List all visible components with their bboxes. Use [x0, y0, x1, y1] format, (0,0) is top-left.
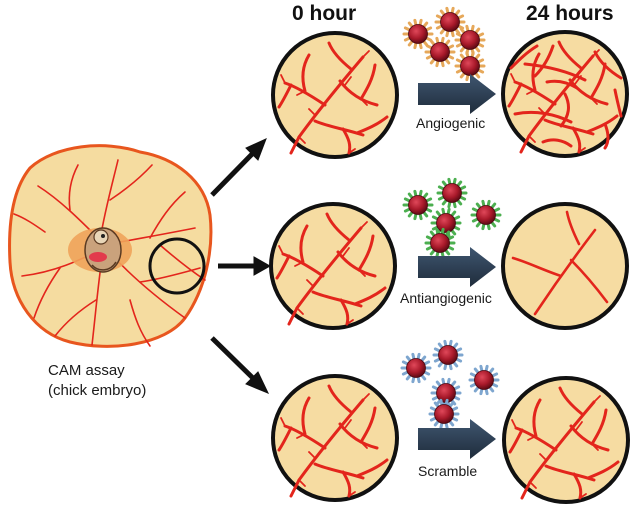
nanoparticle: [454, 24, 486, 56]
nanoparticle: [436, 177, 468, 209]
cluster-scramble: [400, 339, 500, 430]
header-24-hours: 24 hours: [526, 2, 614, 25]
nanoparticle: [402, 189, 434, 221]
dish-0h-angiogenic: [271, 31, 399, 159]
cluster-antiangiogenic: [402, 177, 502, 259]
assay-label-line2: (chick embryo): [48, 382, 147, 399]
nanoparticle: [432, 339, 464, 371]
dishes: [269, 30, 630, 504]
nanoparticle: [428, 398, 460, 430]
nanoparticle: [468, 364, 500, 396]
label-antiangiogenic: Antiangiogenic: [400, 290, 492, 306]
nanoparticle: [470, 199, 502, 231]
cluster-angiogenic: [402, 6, 486, 82]
dish-24h-angiogenic: [501, 30, 629, 158]
nanoparticle: [424, 36, 456, 68]
header-0-hour: 0 hour: [292, 2, 357, 25]
process-arrow-scramble: [418, 419, 496, 459]
dish-24h-antiangiogenic: [501, 202, 629, 330]
process-arrows: [418, 74, 496, 459]
nanoparticle: [424, 227, 456, 259]
nanoparticle: [400, 352, 432, 384]
dish-24h-scramble: [502, 376, 630, 504]
dish-0h-antiangiogenic: [269, 202, 397, 330]
label-angiogenic: Angiogenic: [416, 115, 486, 131]
process-arrow-antiangiogenic: [418, 247, 496, 287]
chick-embryo: [68, 227, 132, 273]
label-scramble: Scramble: [418, 463, 478, 479]
nanoparticle: [434, 6, 466, 38]
cam-egg: [8, 144, 213, 348]
nanoparticle: [402, 18, 434, 50]
process-arrow-angiogenic: [418, 74, 496, 114]
assay-label-line1: CAM assay: [48, 362, 125, 379]
dish-0h-scramble: [271, 374, 399, 502]
branch-arrows: [210, 138, 272, 394]
nanoparticle-clusters: [400, 6, 502, 430]
sample-region-circle: [148, 237, 206, 295]
